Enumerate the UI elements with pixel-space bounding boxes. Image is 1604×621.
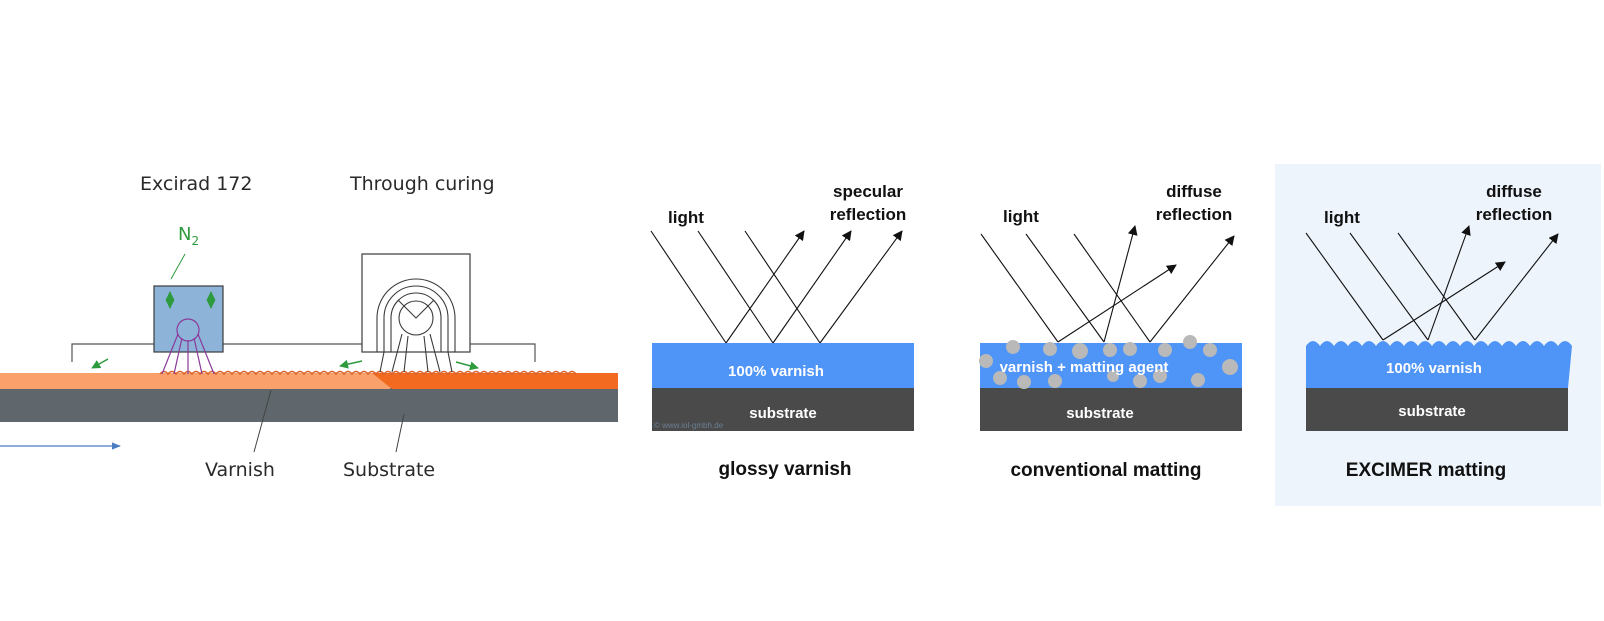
panel-caption: conventional matting xyxy=(1010,460,1201,481)
substrate-label: Substrate xyxy=(343,459,435,481)
varnish-layer-uncured xyxy=(0,373,390,389)
specular-reflection-rays xyxy=(725,230,903,344)
conveyor-housing xyxy=(71,343,536,362)
copyright-watermark: © www.iol-gmbh.de xyxy=(654,421,724,430)
panel-excimer-matting: light diffuse reflection 100% varnish su… xyxy=(1275,164,1601,506)
reflection-label-line2: reflection xyxy=(1476,205,1553,224)
substrate-layer-label: substrate xyxy=(749,405,817,422)
substrate-leader-line xyxy=(395,413,405,453)
varnish-layer-label: 100% varnish xyxy=(1386,360,1482,377)
uv-rays xyxy=(161,333,215,375)
light-label: light xyxy=(668,208,704,227)
incident-light-rays xyxy=(1305,232,1476,341)
reflection-label-line1: diffuse xyxy=(1486,182,1542,201)
process-schematic: N2 Excirad 172 Through curing Varnish Su… xyxy=(0,173,618,481)
through-curing-reflector xyxy=(376,278,456,373)
varnish-layer-label: 100% varnish xyxy=(728,363,824,380)
substrate-strip xyxy=(0,388,618,422)
n2-flow-arrow xyxy=(91,358,109,369)
diffuse-reflection-rays xyxy=(1382,225,1559,341)
reflection-label-line2: reflection xyxy=(830,205,907,224)
varnish-layer xyxy=(652,343,914,388)
reflection-label-line1: diffuse xyxy=(1166,182,1222,201)
through-curing-label: Through curing xyxy=(349,173,495,195)
substrate-layer xyxy=(1306,388,1568,431)
light-label: light xyxy=(1003,207,1039,226)
panel-caption: glossy varnish xyxy=(718,459,851,480)
substrate-layer-label: substrate xyxy=(1066,405,1134,422)
reflection-label-line2: reflection xyxy=(1156,205,1233,224)
excirad-label: Excirad 172 xyxy=(140,173,252,195)
panel-glossy-varnish: light specular reflection 100% varnish s… xyxy=(650,182,914,480)
varnish-layer-label: varnish + matting agent xyxy=(1000,359,1169,376)
matting-agent-particles xyxy=(979,335,1238,389)
incident-light-rays xyxy=(980,233,1151,343)
n2-leader-line xyxy=(170,253,186,280)
substrate-layer-label: substrate xyxy=(1398,403,1466,420)
n2-label-sub: 2 xyxy=(191,234,199,248)
light-label: light xyxy=(1324,208,1360,227)
micro-folding-surface xyxy=(159,370,577,376)
varnish-label: Varnish xyxy=(205,459,275,481)
n2-label-main: N xyxy=(178,224,191,245)
micro-folded-varnish-layer xyxy=(1306,341,1572,388)
diffuse-reflection-rays xyxy=(1057,225,1235,343)
panel-caption: EXCIMER matting xyxy=(1346,460,1506,481)
highlight-background xyxy=(1275,164,1601,506)
substrate-layer xyxy=(980,388,1242,431)
incident-light-rays xyxy=(650,230,821,344)
n2-flow-arrow xyxy=(339,359,363,369)
panel-conventional-matting: light diffuse reflection xyxy=(979,182,1242,481)
n2-flow-arrow xyxy=(455,361,479,371)
varnish-leader-line xyxy=(253,389,272,453)
varnish-layer-cured xyxy=(372,373,618,389)
reflection-label-line1: specular xyxy=(833,182,903,201)
n2-label: N2 xyxy=(178,224,199,248)
substrate-layer xyxy=(652,388,914,431)
